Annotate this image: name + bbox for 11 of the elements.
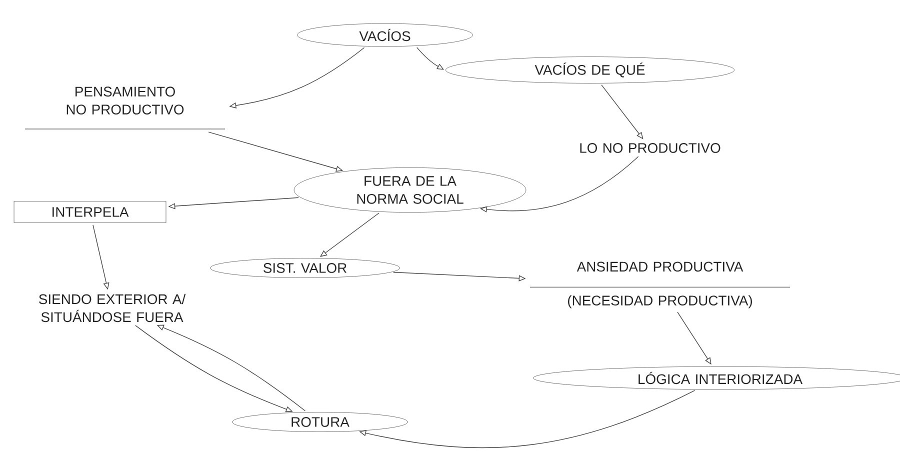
- circled-text: LÓGICA INTERIORIZADA: [533, 366, 900, 390]
- circled-text: ROTURA: [232, 412, 408, 432]
- circled-text: SIST. VALOR: [210, 258, 400, 278]
- handwritten-text: LO NO PRODUCTIVO: [580, 143, 720, 153]
- circled-text: FUERA DE LA NORMA SOCIAL: [294, 167, 526, 213]
- handwritten-text: SIENDO EXTERIOR A/ SITUÁNDOSE FUERA: [39, 294, 186, 322]
- circled-text: VACÍOS: [297, 23, 473, 47]
- underlined-text: PENSAMIENTO NO PRODUCTIVO: [24, 86, 226, 130]
- circled-text: VACÍOS DE QUÉ: [446, 56, 734, 84]
- split-text: ANSIEDAD PRODUCTIVA (NECESIDAD PRODUCTIVA): [530, 262, 790, 308]
- boxed-text: INTERPELA: [14, 201, 166, 223]
